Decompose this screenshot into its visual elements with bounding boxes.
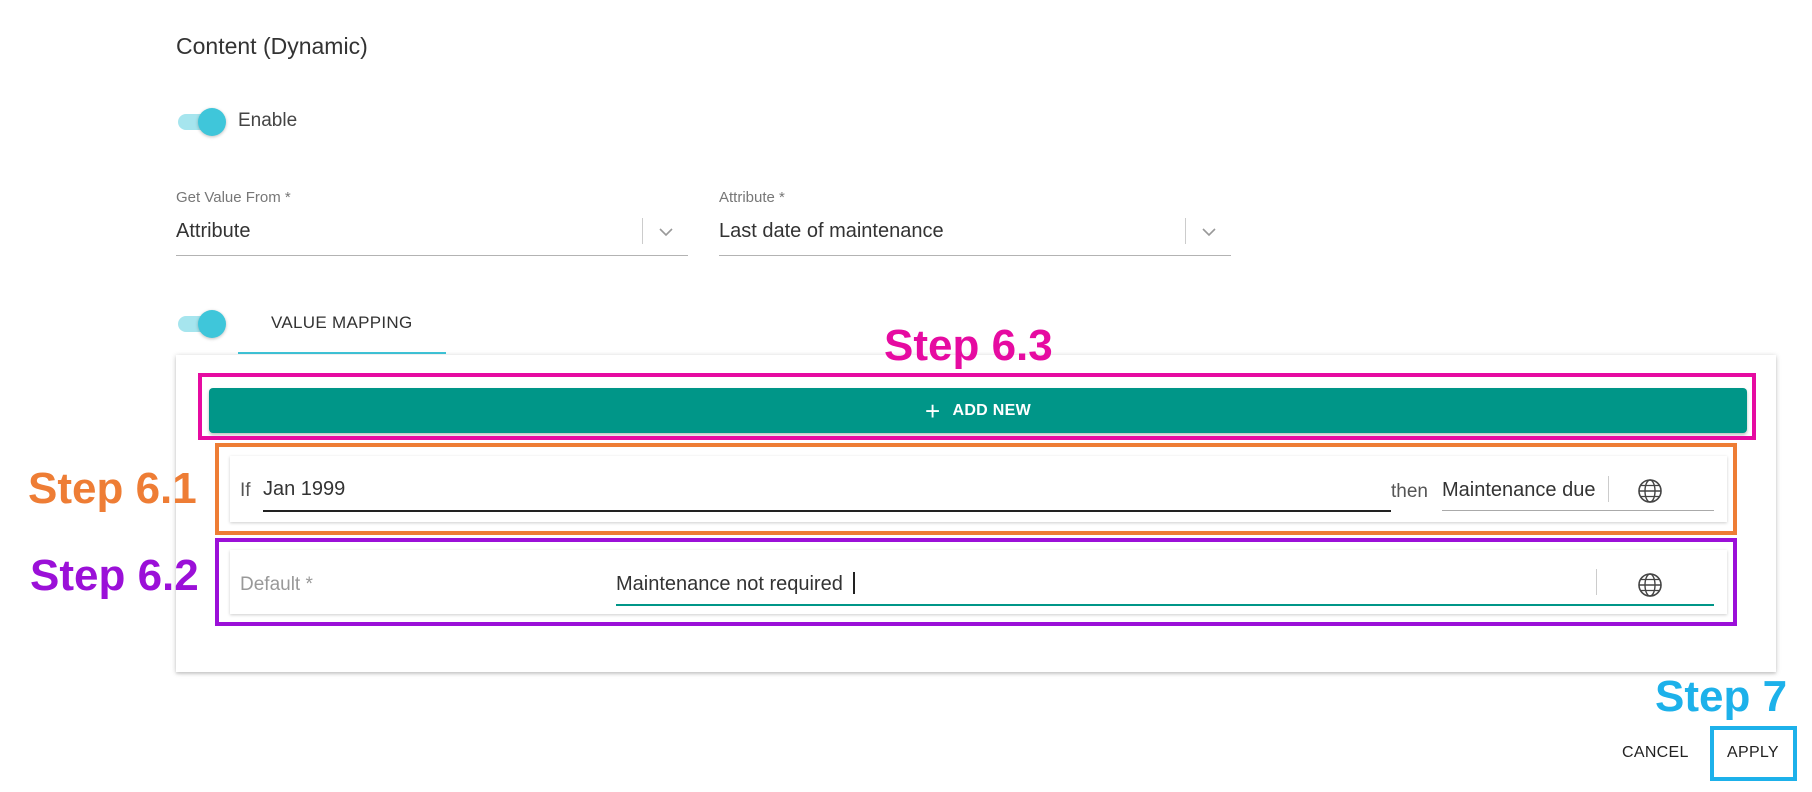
toggle-knob (198, 108, 226, 136)
select-underline (176, 255, 688, 256)
step-6-1-label: Step 6.1 (28, 464, 197, 513)
then-value: Maintenance due (1442, 479, 1595, 501)
tab-value-mapping[interactable]: VALUE MAPPING (271, 313, 413, 332)
enable-label: Enable (238, 110, 298, 131)
step-6-1-highlight (215, 443, 1737, 535)
default-value-input[interactable]: Maintenance not required (616, 563, 1714, 606)
cancel-button[interactable]: CANCEL (1622, 744, 1689, 761)
text-cursor (853, 572, 855, 594)
select-separator (642, 218, 643, 244)
attribute-select[interactable]: Last date of maintenance (719, 212, 1231, 256)
then-label: then (1391, 481, 1428, 502)
input-separator (1596, 569, 1597, 595)
if-value-input[interactable]: Jan 1999 (263, 470, 1391, 512)
get-value-from-select[interactable]: Attribute (176, 212, 688, 256)
step-6-3-highlight (198, 373, 1756, 440)
if-value: Jan 1999 (263, 478, 346, 500)
select-separator (1185, 218, 1186, 244)
input-underline (263, 510, 1391, 512)
get-value-from-value: Attribute (176, 220, 251, 242)
if-label: If (240, 480, 251, 501)
attribute-value: Last date of maintenance (719, 220, 944, 242)
select-underline (719, 255, 1231, 256)
step-7-label: Step 7 (1655, 672, 1788, 721)
attribute-label: Attribute * (719, 189, 785, 206)
toggle-knob (198, 310, 226, 338)
value-mapping-toggle[interactable] (176, 310, 226, 338)
add-new-label: ADD NEW (952, 401, 1032, 419)
plus-icon: + (924, 395, 941, 426)
step-6-2-highlight (215, 538, 1737, 626)
globe-icon[interactable] (1637, 478, 1663, 504)
globe-icon[interactable] (1637, 572, 1663, 598)
then-value-input[interactable]: Maintenance due (1442, 470, 1714, 512)
add-new-button[interactable]: + ADD NEW (209, 388, 1747, 433)
input-separator (1608, 476, 1609, 502)
default-value: Maintenance not required (616, 573, 843, 595)
default-placeholder: Default * (240, 574, 313, 595)
section-title: Content (Dynamic) (176, 33, 368, 59)
step-6-2-label: Step 6.2 (30, 551, 199, 600)
apply-button[interactable]: APPLY (1727, 744, 1779, 761)
default-row (230, 550, 1727, 614)
chevron-down-icon[interactable] (1197, 220, 1221, 244)
step-6-3-label: Step 6.3 (884, 321, 1053, 370)
chevron-down-icon[interactable] (654, 220, 678, 244)
tab-underline (238, 352, 446, 354)
step-7-highlight (1710, 726, 1797, 781)
input-underline (1442, 510, 1714, 511)
enable-toggle[interactable] (176, 108, 226, 136)
input-underline-focused (616, 604, 1714, 606)
get-value-from-label: Get Value From * (176, 189, 291, 206)
